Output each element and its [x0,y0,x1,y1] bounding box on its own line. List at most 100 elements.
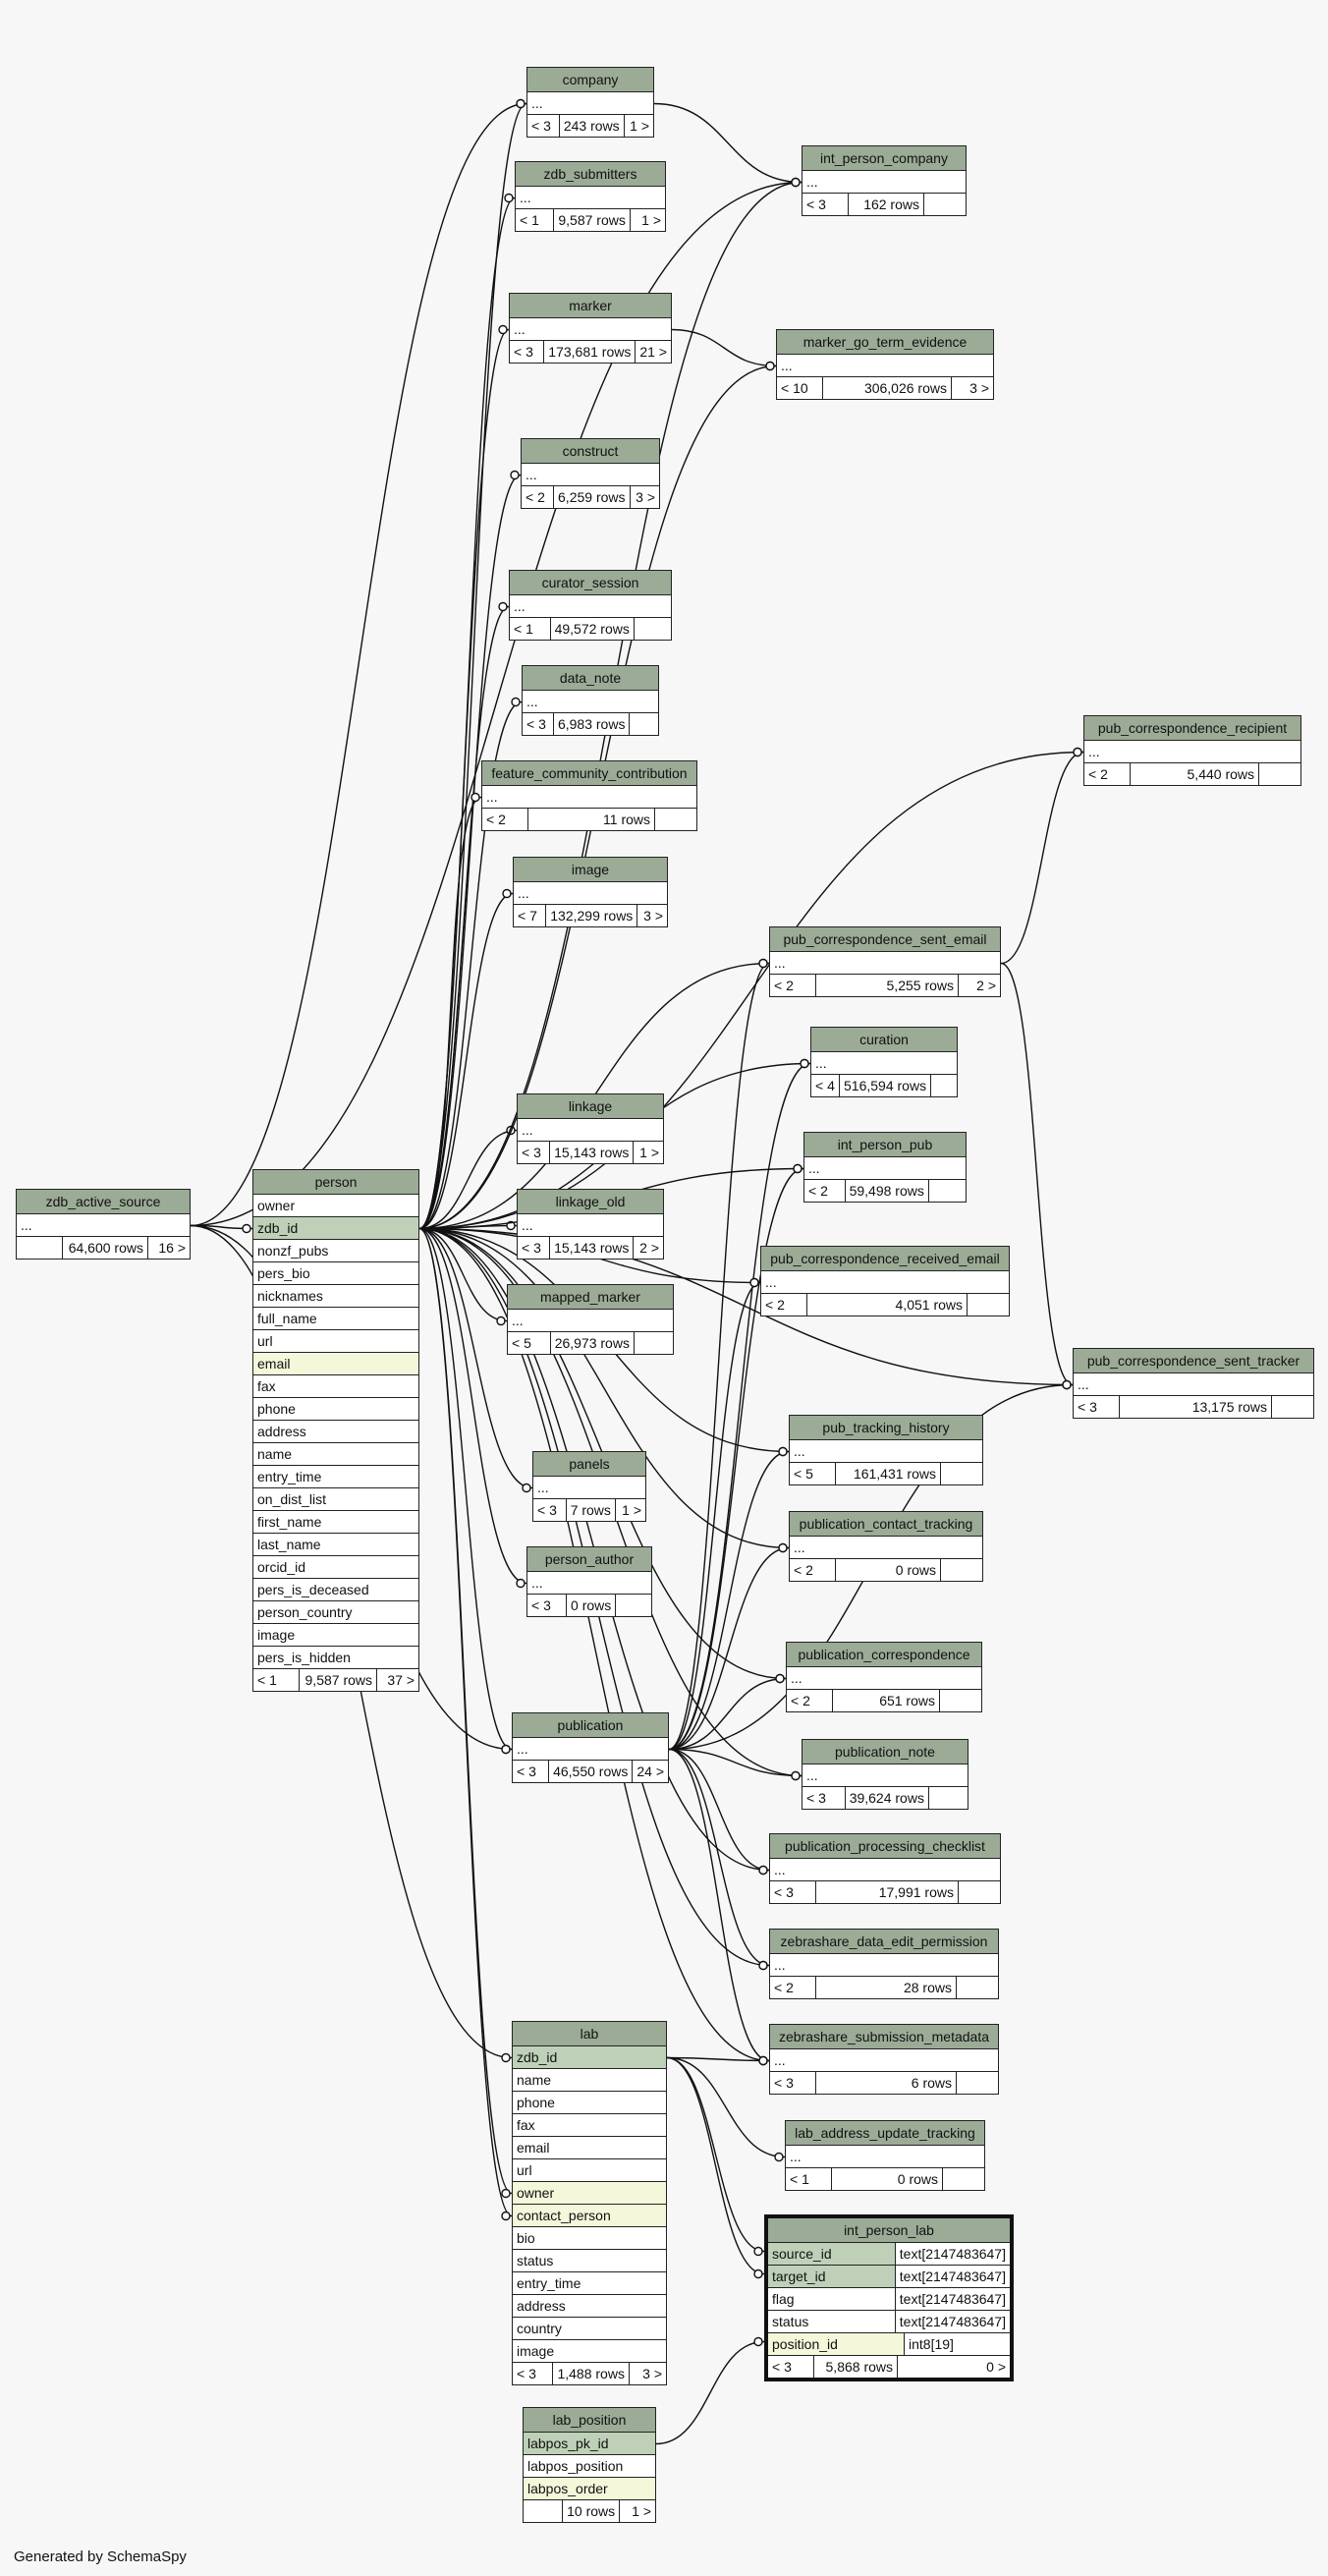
table-title[interactable]: marker_go_term_evidence [777,330,993,355]
column-row[interactable]: ... [802,171,966,194]
parents-count[interactable]: < 3 [527,115,560,137]
column-row[interactable]: person_country [253,1601,418,1624]
parents-count[interactable]: < 3 [768,2356,814,2378]
children-count[interactable]: 3 > [969,380,989,396]
column-row[interactable]: country [513,2318,666,2340]
table-title[interactable]: zebrashare_data_edit_permission [770,1930,998,1954]
parents-count[interactable]: < 10 [777,377,823,399]
column-row[interactable]: contact_person [513,2205,666,2227]
column-row[interactable]: ... [777,355,993,377]
parents-count[interactable] [17,1237,63,1259]
column-row[interactable]: ... [17,1214,190,1237]
column-row[interactable]: ... [761,1271,1009,1294]
table-title[interactable]: int_person_lab [768,2218,1010,2243]
column-row[interactable]: entry_time [513,2272,666,2295]
children-count[interactable] [929,1787,968,1809]
parents-count[interactable]: < 2 [770,1977,816,1998]
column-row[interactable]: fax [253,1375,418,1398]
parents-count[interactable]: < 1 [786,2168,832,2190]
parents-count[interactable]: < 5 [790,1463,836,1484]
parents-count[interactable]: < 3 [770,1881,816,1903]
parents-count[interactable]: < 3 [533,1499,567,1521]
children-count[interactable]: 2 > [639,1240,659,1256]
column-row[interactable]: ... [510,318,671,341]
children-count[interactable]: 3 > [642,2366,662,2381]
children-count[interactable] [940,1690,981,1711]
table-title[interactable]: person_author [527,1547,651,1572]
table-title[interactable]: person [253,1170,418,1195]
column-row[interactable]: ... [510,595,671,618]
column-row[interactable]: ... [790,1537,982,1559]
children-count[interactable]: 1 > [641,212,661,228]
parents-count[interactable]: < 3 [518,1142,551,1163]
children-count[interactable]: 37 > [387,1672,415,1688]
table-title[interactable]: publication_processing_checklist [770,1834,1000,1859]
parents-count[interactable] [524,2500,564,2522]
column-row[interactable]: ... [786,2146,984,2168]
column-row[interactable]: orcid_id [253,1556,418,1579]
column-row[interactable]: url [253,1330,418,1353]
column-row[interactable]: labpos_order [524,2478,655,2500]
parents-count[interactable]: < 2 [770,975,816,996]
children-count[interactable]: 16 > [158,1240,186,1256]
children-count[interactable]: 21 > [639,344,667,360]
children-count[interactable]: 3 > [636,489,655,505]
table-title[interactable]: company [527,68,653,92]
children-count[interactable] [957,1977,998,1998]
column-row[interactable]: owner [513,2182,666,2205]
table-title[interactable]: pub_correspondence_received_email [761,1247,1009,1271]
column-row[interactable]: zdb_id [513,2046,666,2069]
parents-count[interactable]: < 4 [811,1075,841,1096]
column-row[interactable]: on_dist_list [253,1488,418,1511]
parents-count[interactable]: < 2 [1084,763,1131,785]
children-count[interactable] [616,1595,651,1616]
children-count[interactable]: 2 > [976,978,996,993]
children-count[interactable] [635,1332,673,1354]
table-title[interactable]: curator_session [510,571,671,595]
children-count[interactable]: 1 > [632,2503,651,2519]
column-row[interactable]: url [513,2159,666,2182]
table-title[interactable]: zebrashare_submission_metadata [770,2025,998,2049]
column-row[interactable]: ... [513,1738,668,1761]
column-row[interactable]: ... [770,1954,998,1977]
parents-count[interactable]: < 3 [527,1595,568,1616]
table-title[interactable]: zdb_submitters [516,162,665,187]
column-row[interactable]: ... [482,786,696,809]
column-row[interactable]: ... [516,187,665,209]
parents-count[interactable]: < 3 [513,1761,550,1782]
column-row[interactable]: email [253,1353,418,1375]
column-name[interactable]: flag [768,2288,896,2310]
table-title[interactable]: lab [513,2022,666,2046]
table-title[interactable]: feature_community_contribution [482,761,696,786]
column-row[interactable]: nicknames [253,1285,418,1308]
column-row[interactable]: address [253,1421,418,1443]
column-row[interactable]: owner [253,1195,418,1217]
column-row[interactable]: bio [513,2227,666,2250]
parents-count[interactable]: < 2 [787,1690,833,1711]
parents-count[interactable]: < 2 [804,1180,846,1202]
parents-count[interactable]: < 3 [802,194,849,215]
column-name[interactable]: source_id [768,2243,896,2265]
table-title[interactable]: marker [510,294,671,318]
children-count[interactable] [929,1180,966,1202]
column-row[interactable]: ... [804,1157,966,1180]
column-row[interactable]: status [513,2250,666,2272]
column-row[interactable]: image [513,2340,666,2363]
